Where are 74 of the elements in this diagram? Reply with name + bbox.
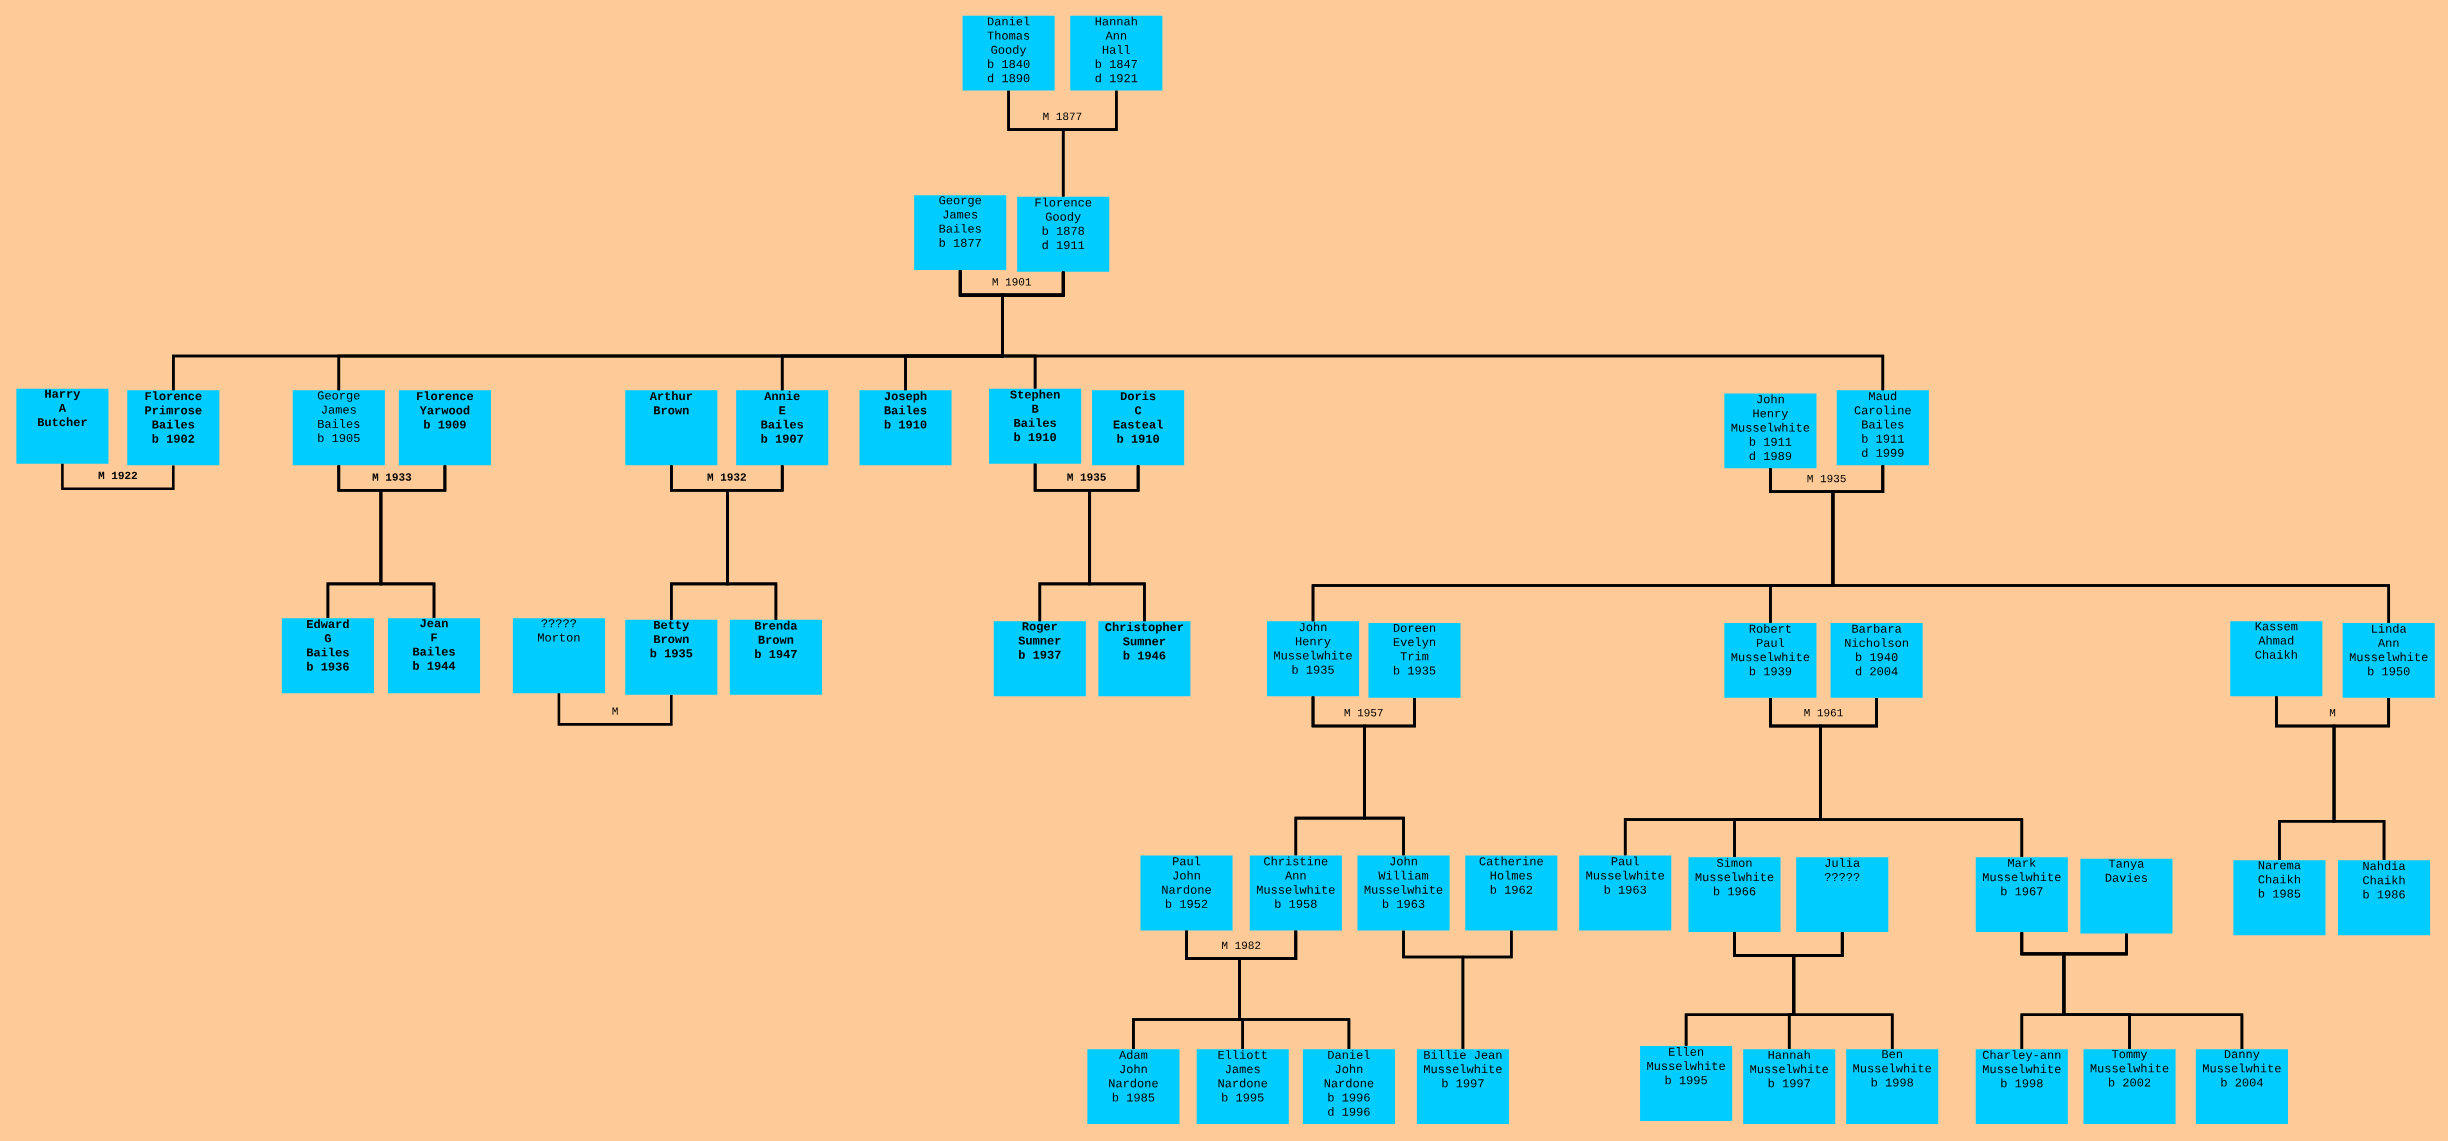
person-box: Edward G Bailes b 1936 bbox=[281, 618, 374, 694]
person-box: Billie Jean Musselwhite b 1997 bbox=[1416, 1049, 1509, 1125]
marriage-bracket bbox=[61, 463, 175, 490]
person-box: Nahdia Chaikh b 1986 bbox=[2338, 860, 2431, 936]
person-box: Elliott James Nardone b 1995 bbox=[1196, 1049, 1289, 1125]
marriage-label: M 1933 bbox=[371, 472, 413, 482]
person-box: Paul John Nardone b 1952 bbox=[1140, 855, 1233, 931]
person-box: Maud Caroline Bailes b 1911 d 1999 bbox=[1836, 390, 1929, 466]
marriage-label: M 1922 bbox=[97, 470, 139, 481]
descent-line bbox=[2332, 698, 2391, 861]
person-box: Doreen Evelyn Trim b 1935 bbox=[1368, 622, 1461, 698]
marriage-bracket bbox=[557, 693, 673, 726]
person-box: Annie E Bailes b 1907 bbox=[736, 390, 829, 466]
descent-line bbox=[2062, 933, 2244, 1049]
person-box: Charley-ann Musselwhite b 1998 bbox=[1975, 1049, 2068, 1125]
person-box: Mark Musselwhite b 1967 bbox=[1975, 857, 2068, 933]
person-box: Julia ????? bbox=[1796, 857, 1889, 933]
person-box: Hannah Ann Hall b 1847 d 1921 bbox=[1070, 15, 1163, 91]
marriage-label: M 1877 bbox=[1041, 111, 1084, 122]
marriage-label: M 1935 bbox=[1805, 473, 1848, 484]
person-box: Brenda Brown b 1947 bbox=[729, 619, 822, 695]
person-box: Florence Yarwood b 1909 bbox=[398, 390, 491, 466]
descent-line bbox=[1238, 930, 1351, 1049]
marriage-label: M 1935 bbox=[1065, 472, 1108, 482]
marriage-label: M 1982 bbox=[1220, 940, 1262, 951]
descent-line bbox=[1792, 932, 1894, 1049]
person-box: Christopher Sumner b 1946 bbox=[1098, 621, 1191, 697]
person-box: Daniel John Nardone b 1996 d 1996 bbox=[1302, 1049, 1395, 1125]
descent-line bbox=[1461, 930, 1513, 1049]
person-box: George James Bailes b 1877 bbox=[914, 195, 1007, 271]
person-box: Catherine Holmes b 1962 bbox=[1465, 855, 1558, 931]
person-box: Tanya Davies bbox=[2080, 858, 2173, 934]
person-box: Hannah Musselwhite b 1997 bbox=[1743, 1049, 1836, 1125]
marriage-label: M 1901 bbox=[990, 277, 1033, 287]
marriage-label: M bbox=[2328, 708, 2337, 718]
person-box: George James Bailes b 1905 bbox=[292, 390, 385, 466]
person-box: Ben Musselwhite b 1998 bbox=[1846, 1049, 1939, 1125]
person-box: Harry A Butcher bbox=[16, 388, 109, 464]
marriage-label: M 1961 bbox=[1802, 708, 1845, 718]
person-box: Tommy Musselwhite b 2002 bbox=[2083, 1049, 2176, 1125]
person-box: Christine Ann Musselwhite b 1958 bbox=[1249, 855, 1342, 931]
person-box: Paul Musselwhite b 1963 bbox=[1579, 855, 1672, 931]
person-box: John William Musselwhite b 1963 bbox=[1357, 855, 1450, 931]
marriage-label: M 1932 bbox=[706, 472, 748, 482]
person-box: Danny Musselwhite b 2004 bbox=[2195, 1049, 2288, 1125]
person-box: Florence Goody b 1878 d 1911 bbox=[1017, 196, 1110, 272]
person-box: Roger Sumner b 1937 bbox=[993, 621, 1086, 697]
descent-line bbox=[1363, 698, 1416, 856]
person-box: Doris C Easteal b 1910 bbox=[1092, 390, 1185, 466]
person-box: Narema Chaikh b 1985 bbox=[2233, 860, 2326, 936]
person-box: Adam John Nardone b 1985 bbox=[1087, 1049, 1180, 1125]
person-box: Daniel Thomas Goody b 1840 d 1890 bbox=[962, 15, 1055, 91]
person-box: Ellen Musselwhite b 1995 bbox=[1640, 1046, 1733, 1121]
person-box: John Henry Musselwhite b 1935 bbox=[1266, 621, 1360, 697]
descent-line bbox=[379, 465, 447, 619]
person-box: Barbara Nicholson b 1940 d 2004 bbox=[1830, 622, 1923, 698]
person-box: Linda Ann Musselwhite b 1950 bbox=[2342, 622, 2435, 698]
person-box: Florence Primrose Bailes b 1902 bbox=[127, 390, 220, 466]
person-box: Simon Musselwhite b 1966 bbox=[1688, 857, 1781, 933]
person-box: Joseph Bailes b 1910 bbox=[859, 390, 952, 466]
person-box: Jean F Bailes b 1944 bbox=[387, 618, 481, 694]
person-box: Kassem Ahmad Chaikh bbox=[2230, 621, 2323, 697]
person-box: Stephen B Bailes b 1910 bbox=[989, 388, 1082, 464]
descent-line bbox=[1088, 465, 1146, 622]
person-box: Arthur Brown bbox=[625, 390, 718, 466]
marriage-label: M bbox=[610, 706, 620, 716]
descent-line bbox=[726, 465, 784, 620]
marriage-label: M 1957 bbox=[1342, 708, 1385, 718]
person-box: ????? Morton bbox=[512, 618, 605, 694]
descent-line bbox=[1819, 698, 2024, 857]
person-box: Betty Brown b 1935 bbox=[625, 619, 718, 695]
descent-line bbox=[1061, 90, 1118, 197]
person-box: John Henry Musselwhite b 1911 d 1989 bbox=[1724, 393, 1817, 469]
person-box: Robert Paul Musselwhite b 1939 bbox=[1724, 622, 1817, 698]
